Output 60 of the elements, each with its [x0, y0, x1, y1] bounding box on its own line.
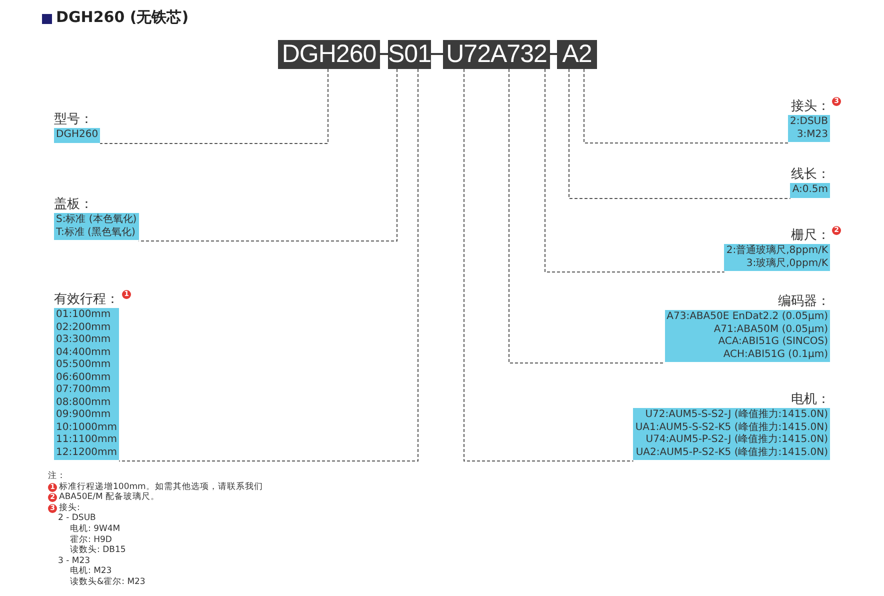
option-item: 09:900mm: [56, 409, 112, 422]
option-item: 06:600mm: [56, 372, 112, 384]
note-text: ABA50E/M 配备玻璃尺。: [59, 492, 160, 503]
note-text: 电机: M23: [70, 566, 112, 577]
option-heading: 有效行程：: [54, 292, 119, 307]
note-text: 注：: [48, 471, 66, 482]
option-heading: 接头：: [791, 99, 830, 114]
option-item: 04:400mm: [56, 346, 112, 359]
leader-line: [568, 68, 791, 199]
option-item: UA2:AUM5-P-S2-K5 (峰值推力:1415.0N): [635, 446, 828, 459]
note-text: 霍尔: H9D: [70, 534, 112, 545]
note-text: 电机: 9W4M: [70, 524, 120, 535]
option-item: ACH:ABI51G (0.1µm): [722, 348, 828, 361]
leader-line: [118, 68, 418, 462]
option-item: 07:700mm: [56, 384, 112, 396]
leader-line: [544, 68, 725, 272]
option-item: 2:DSUB: [790, 116, 828, 128]
option-item: U74:AUM5-P-S2-J (峰值推力:1415.0N): [644, 434, 828, 446]
note-text: 读数头&霍尔: M23: [70, 577, 146, 588]
option-heading: 编码器：: [778, 294, 830, 309]
option-item: 01:100mm: [56, 309, 112, 322]
option-heading: 栅尺：: [791, 228, 830, 243]
option-item: S:标准 (本色氧化): [56, 214, 137, 226]
option-item: U72:AUM5-S-S2-J (峰值推力:1415.0N): [644, 409, 828, 422]
option-item: 3:M23: [796, 128, 828, 141]
option-item: A73:ABA50E EnDat2.2 (0.05µm): [666, 311, 828, 324]
note-text: 3 - M23: [58, 556, 90, 566]
option-item: 08:800mm: [56, 396, 112, 409]
leader-line: [584, 68, 789, 144]
option-item: 12:1200mm: [56, 446, 118, 459]
leader-line: [508, 68, 666, 364]
option-item: 3:玻璃尺,0ppm/K: [745, 258, 828, 270]
option-item: T:标准 (黑色氧化): [56, 226, 136, 239]
option-heading: 型号：: [54, 112, 93, 127]
leader-line: [100, 68, 328, 144]
note-text: 标准行程递增100mm。如需其他选项，请联系我们: [59, 482, 263, 492]
option-heading: 电机：: [791, 392, 830, 407]
code-segment: U72A732: [443, 40, 550, 69]
option-item: 02:200mm: [56, 322, 112, 334]
option-item: DGH260: [56, 129, 98, 142]
option-heading: 盖板：: [54, 197, 93, 212]
option-item: A:0.5m: [792, 184, 828, 196]
note-text: 读数头: DB15: [70, 545, 126, 556]
leader-line: [464, 68, 634, 462]
code-segment: S01: [388, 40, 431, 69]
option-item: 11:1100mm: [56, 434, 118, 446]
option-item: 2:普通玻璃尺,8ppm/K: [726, 245, 828, 258]
title: DGH260 (无铁芯): [56, 8, 189, 27]
option-item: 03:300mm: [56, 334, 112, 346]
code-segment: DGH260: [278, 40, 380, 69]
note-text: 2 - DSUB: [58, 513, 96, 524]
option-item: A71:ABA50M (0.05µm): [712, 324, 828, 336]
note-text: 接头:: [59, 502, 80, 514]
option-item: UA1:AUM5-S-S2-K5 (峰值推力:1415.0N): [635, 422, 828, 434]
option-item: 10:1000mm: [56, 422, 118, 434]
option-item: ACA:ABI51G (SINCOS): [717, 336, 828, 348]
leader-line: [138, 68, 398, 242]
option-item: 05:500mm: [56, 359, 112, 372]
code-segment: A2: [557, 40, 597, 69]
option-heading: 线长：: [791, 167, 830, 182]
